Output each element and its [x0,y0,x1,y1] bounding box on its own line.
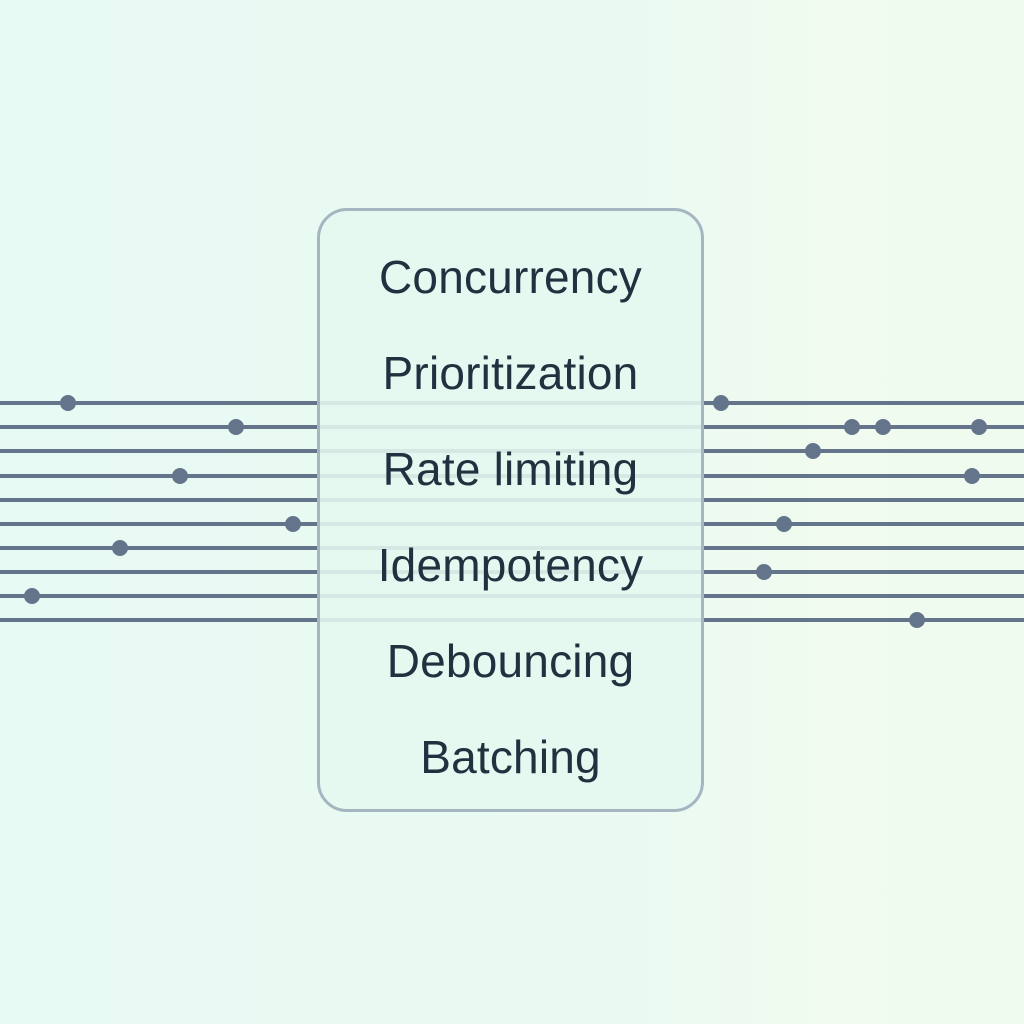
wire-dot [713,395,729,411]
wire-dot [971,419,987,435]
card-item-label: Rate limiting [382,443,639,495]
wire-dot [909,612,925,628]
wire-dot [285,516,301,532]
wire-dot [112,540,128,556]
wire-dot [875,419,891,435]
wire-dot [844,419,860,435]
card-item-label: Concurrency [379,251,642,303]
card-item: Prioritization [320,325,701,421]
wire-dot [24,588,40,604]
wire-dot [776,516,792,532]
card-item-label: Batching [420,731,601,783]
wire-dot [60,395,76,411]
wire-dot [172,468,188,484]
card-item: Concurrency [320,229,701,325]
card-item: Debouncing [320,613,701,709]
wire-dot [228,419,244,435]
card-item: Batching [320,709,701,805]
card-item-label: Debouncing [386,635,635,687]
card-item-label: Prioritization [382,347,639,399]
card-item: Rate limiting [320,421,701,517]
card-item-label: Idempotency [377,539,644,591]
wire-dot [756,564,772,580]
card-item: Idempotency [320,517,701,613]
wire-dot [805,443,821,459]
wire-dot [964,468,980,484]
